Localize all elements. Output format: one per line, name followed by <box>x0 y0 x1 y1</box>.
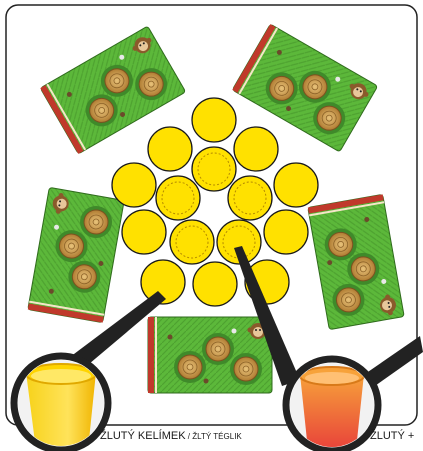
yellow-token[interactable] <box>192 147 236 191</box>
yellow-cup-caption: ŽLUTÝ KELÍMEK / ŽLTÝ TÉGLIK <box>100 430 242 442</box>
yellow-token[interactable] <box>112 163 156 207</box>
orange-cup-callout <box>286 359 378 451</box>
yellow-token[interactable] <box>264 210 308 254</box>
yellow-token[interactable] <box>192 98 236 142</box>
yellow-token[interactable] <box>193 262 237 306</box>
caption-yellow-main: ŽLUTÝ KELÍMEK <box>100 430 186 442</box>
yellow-token[interactable] <box>228 176 272 220</box>
card-left <box>28 187 124 322</box>
yellow-token[interactable] <box>148 127 192 171</box>
card-right <box>308 194 404 329</box>
yellow-token[interactable] <box>122 210 166 254</box>
caption-orange-main: ŽLUTÝ + <box>370 430 414 442</box>
yellow-token[interactable] <box>274 163 318 207</box>
yellow-token[interactable] <box>170 220 214 264</box>
yellow-token[interactable] <box>234 127 278 171</box>
yellow-token[interactable] <box>156 176 200 220</box>
orange-cup-caption: ŽLUTÝ + <box>370 430 414 442</box>
card-bottom <box>148 317 272 393</box>
caption-yellow-alt: ŽLTÝ TÉGLIK <box>192 432 242 441</box>
yellow-cup-callout <box>14 356 108 450</box>
token-ring-outer <box>112 98 318 306</box>
